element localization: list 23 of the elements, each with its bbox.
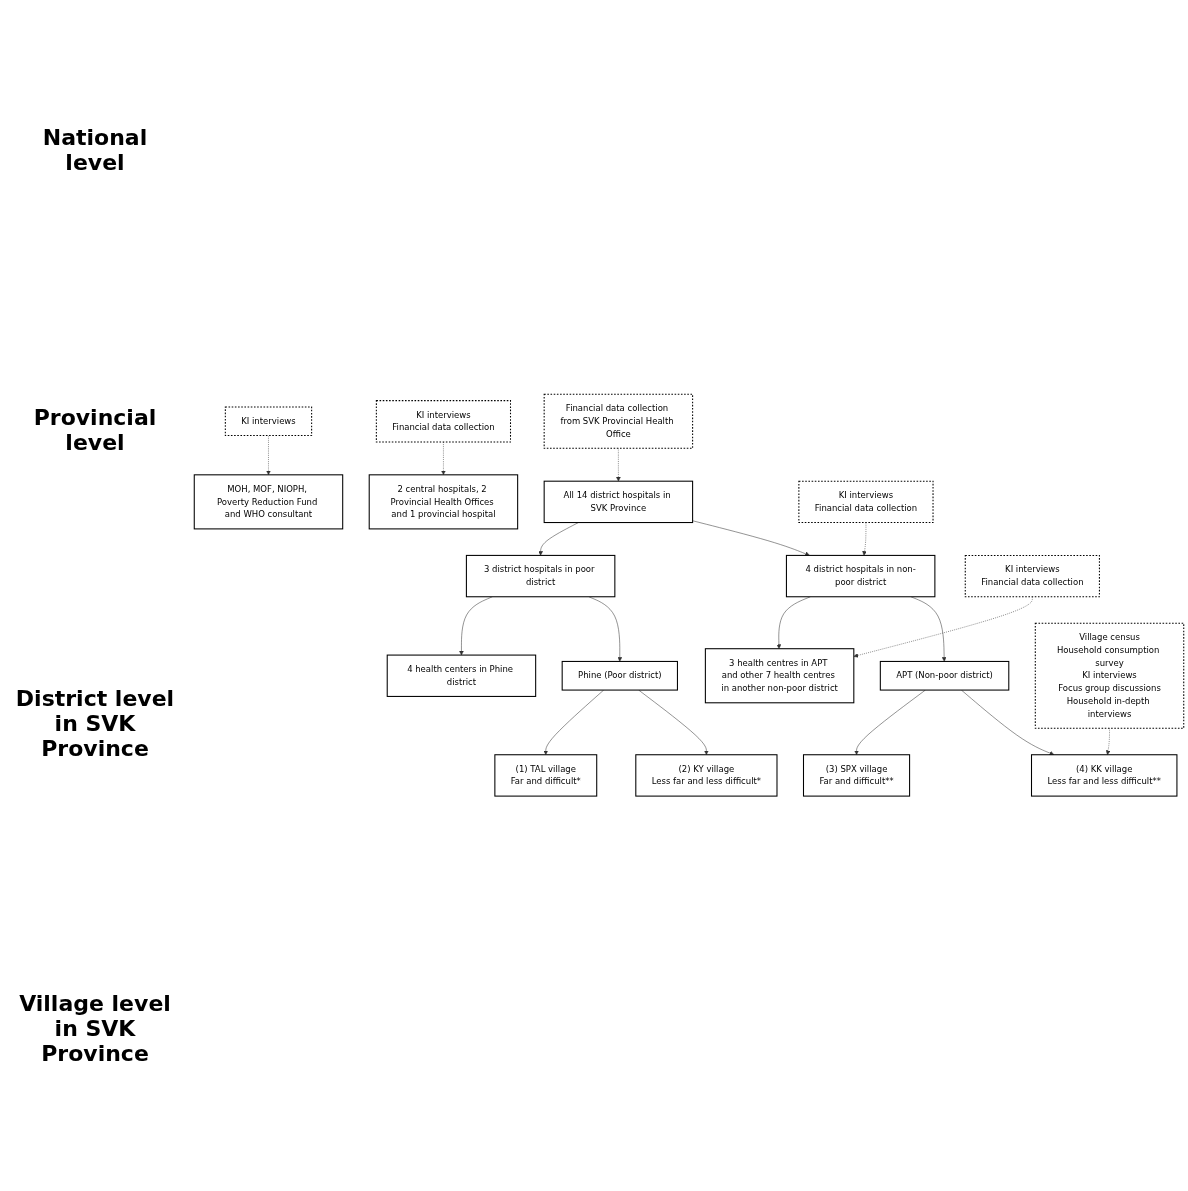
node-box: KI interviews Financial data collection <box>798 481 934 524</box>
node-box: All 14 district hospitals in SVK Province <box>543 481 694 524</box>
node-box: Financial data collection from SVK Provincial Health Office <box>543 394 694 450</box>
node-box: 4 district hospitals in non-poor district <box>785 555 936 598</box>
node-box: (4) KK village Less far and less difficult** <box>1031 754 1178 797</box>
level-heading: Village level in SVK Province <box>18 990 172 1066</box>
level-heading: National level <box>41 125 149 176</box>
node-box: 3 district hospitals in poor district <box>465 555 616 598</box>
node-box: Phine (Poor district) <box>561 661 678 691</box>
level-heading: District level in SVK Province <box>14 685 176 761</box>
node-box: (3) SPX village Far and difficult** <box>802 754 911 797</box>
node-box: KI interviews <box>224 406 313 437</box>
node-box: (2) KY village Less far and less difficult* <box>635 754 778 797</box>
node-box: KI interviews Financial data collection <box>375 400 512 443</box>
node-box: (1) TAL village Far and difficult* <box>494 754 598 797</box>
node-box: Village census Household consumption survey KI interviews Focus group discussions Household in-depth interviews <box>1034 623 1185 730</box>
level-heading: Provincial level <box>32 405 158 456</box>
node-box: 3 health centres in APT and other 7 health centres in another non-poor district <box>704 648 855 704</box>
node-box: 4 health centers in Phine district <box>386 654 537 698</box>
node-box: MOH, MOF, NIOPH, Poverty Reduction Fund and WHO consultant <box>193 474 344 530</box>
node-box: KI interviews Financial data collection <box>964 555 1100 598</box>
node-box: APT (Non-poor district) <box>879 661 1010 691</box>
node-box: 2 central hospitals, 2 Provincial Health Offices and 1 provincial hospital <box>368 474 519 530</box>
